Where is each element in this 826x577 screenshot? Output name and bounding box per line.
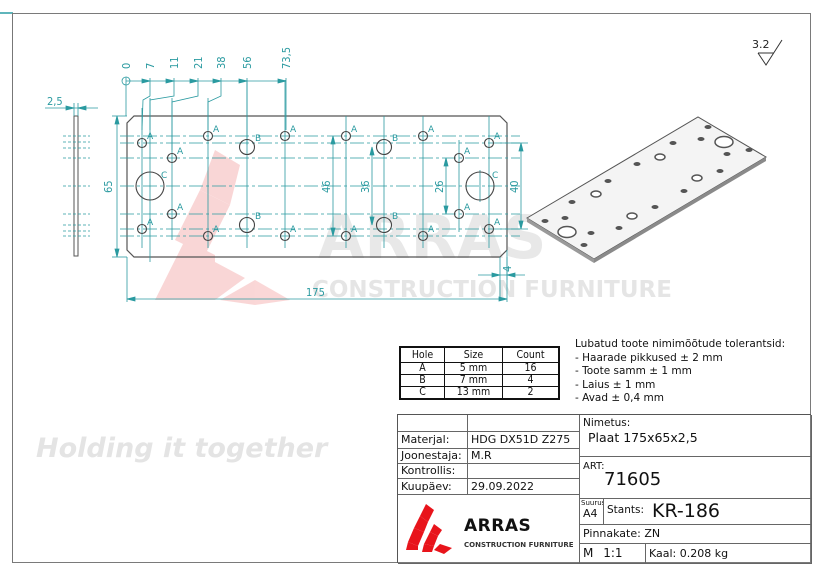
size-label: Suurus bbox=[581, 499, 604, 507]
svg-text:0: 0 bbox=[120, 63, 133, 69]
svg-text:B: B bbox=[392, 212, 398, 222]
dim-46: 46 bbox=[320, 180, 333, 193]
tolerance-item: - Laius ± 1 mm bbox=[575, 378, 656, 391]
drafter-label: Joonestaja: bbox=[398, 449, 468, 464]
size-col-header: Size bbox=[444, 346, 503, 363]
name-value: Plaat 175x65x2,5 bbox=[588, 430, 698, 445]
tolerance-item: - Haarade pikkused ± 2 mm bbox=[575, 351, 723, 364]
coating: Pinnakate: ZN bbox=[580, 525, 812, 544]
svg-text:A: A bbox=[213, 125, 220, 135]
scale-cell: M 1:1 bbox=[580, 544, 646, 564]
svg-text:21: 21 bbox=[192, 56, 205, 69]
hole-labels: A A A A A A A A A A A A A A A A B B B B C C bbox=[147, 125, 501, 235]
svg-text:A: A bbox=[494, 218, 501, 228]
vertical-center-lines bbox=[141, 80, 490, 262]
dim-40: 40 bbox=[508, 180, 521, 193]
size-cell: Suurus A4 bbox=[580, 499, 604, 525]
art-value: 71605 bbox=[604, 469, 662, 490]
material-value: HDG DX51D Z275 bbox=[468, 432, 580, 449]
width-dim-label: 175 bbox=[306, 286, 325, 299]
isometric-view bbox=[526, 116, 767, 263]
svg-text:A: A bbox=[428, 125, 435, 135]
tolerances-title: Lubatud toote nimimõõtude tolerantsid: bbox=[575, 338, 786, 350]
svg-text:A: A bbox=[213, 225, 220, 235]
size-value: A4 bbox=[583, 507, 598, 520]
thickness-dim-label: 2,5 bbox=[47, 95, 63, 108]
tolerance-item: - Avad ± 0,4 mm bbox=[575, 392, 664, 404]
svg-text:56: 56 bbox=[241, 56, 254, 69]
svg-text:7: 7 bbox=[144, 63, 157, 69]
side-view bbox=[63, 115, 90, 257]
ordinate-labels: 0 7 11 21 38 56 73,5 bbox=[120, 47, 293, 69]
svg-text:B: B bbox=[255, 134, 261, 144]
chamfer-dim-label: 4 bbox=[501, 266, 514, 272]
scale-label: M bbox=[583, 546, 594, 560]
hole-table: Hole Size Count A 5 mm 16 B 7 mm 4 C 13 … bbox=[399, 346, 560, 400]
svg-text:11: 11 bbox=[168, 56, 181, 69]
width-dimension bbox=[126, 257, 508, 302]
svg-text:A: A bbox=[351, 125, 358, 135]
date-label: Kuupäev: bbox=[398, 479, 468, 495]
holes bbox=[135, 130, 495, 242]
watermark-brand: ARRAS bbox=[318, 203, 547, 273]
date-value: 29.09.2022 bbox=[468, 479, 580, 495]
count-col-header: Count bbox=[502, 346, 560, 363]
tolerances-note: Lubatud toote nimimõõtude tolerantsid: -… bbox=[575, 338, 785, 406]
table-row: C 13 mm 2 bbox=[399, 386, 560, 400]
svg-text:A: A bbox=[147, 132, 154, 142]
drafter-value: M.R bbox=[468, 449, 580, 464]
height-dimension bbox=[112, 115, 127, 258]
surface-roughness-value: 3.2 bbox=[752, 38, 770, 51]
svg-text:A: A bbox=[464, 147, 471, 157]
checked-value bbox=[468, 464, 580, 479]
svg-text:A: A bbox=[147, 218, 154, 228]
tolerance-item: - Toote samm ± 1 mm bbox=[575, 365, 692, 377]
svg-text:A: A bbox=[177, 147, 184, 157]
slogan: Holding it together bbox=[36, 433, 328, 464]
ordinate-dimension bbox=[121, 76, 287, 150]
arras-logo-icon bbox=[406, 504, 452, 554]
scale-value: 1:1 bbox=[603, 546, 623, 560]
watermark-logo-icon bbox=[155, 150, 290, 305]
dim-36: 36 bbox=[359, 180, 372, 193]
svg-text:C: C bbox=[492, 171, 498, 181]
svg-text:38: 38 bbox=[215, 56, 228, 69]
svg-text:A: A bbox=[290, 225, 297, 235]
svg-text:A: A bbox=[428, 225, 435, 235]
svg-text:A: A bbox=[494, 132, 501, 142]
hole-col-header: Hole bbox=[399, 346, 445, 363]
art-label: ART: bbox=[583, 461, 605, 472]
svg-text:B: B bbox=[255, 212, 261, 222]
svg-text:B: B bbox=[392, 134, 398, 144]
sheet-edge-mark bbox=[0, 12, 13, 14]
svg-text:A: A bbox=[177, 203, 184, 213]
logo-brand: ARRAS bbox=[464, 516, 532, 536]
die-cell: Stants: KR-186 bbox=[604, 499, 812, 525]
table-row: B 7 mm 4 bbox=[399, 374, 560, 387]
die-label: Stants: bbox=[607, 504, 644, 516]
logo-tagline: CONSTRUCTION FURNITURE bbox=[464, 541, 574, 549]
drawing-frame bbox=[12, 13, 811, 563]
thickness-dimension bbox=[45, 103, 98, 116]
svg-text:C: C bbox=[161, 171, 167, 181]
inner-dimensions bbox=[330, 135, 528, 237]
checked-label: Kontrollis: bbox=[398, 464, 468, 479]
table-row: A 5 mm 16 bbox=[399, 362, 560, 375]
company-logo: ARRAS CONSTRUCTION FURNITURE bbox=[398, 495, 580, 564]
name-cell: Nimetus: Plaat 175x65x2,5 bbox=[580, 415, 812, 457]
dim-26: 26 bbox=[433, 180, 446, 193]
weight: Kaal: 0.208 kg bbox=[646, 544, 812, 564]
svg-text:A: A bbox=[290, 125, 297, 135]
svg-text:A: A bbox=[351, 225, 358, 235]
height-dim-label: 65 bbox=[102, 180, 115, 193]
art-cell: ART: 71605 bbox=[580, 457, 812, 499]
svg-text:A: A bbox=[464, 203, 471, 213]
title-block: Materjal: HDG DX51D Z275 Joonestaja: M.R… bbox=[397, 414, 812, 564]
material-label: Materjal: bbox=[398, 432, 468, 449]
die-value: KR-186 bbox=[652, 500, 721, 522]
surface-roughness-icon bbox=[757, 39, 783, 66]
svg-text:73,5: 73,5 bbox=[280, 47, 293, 69]
center-lines bbox=[120, 135, 520, 237]
name-label: Nimetus: bbox=[583, 417, 631, 429]
